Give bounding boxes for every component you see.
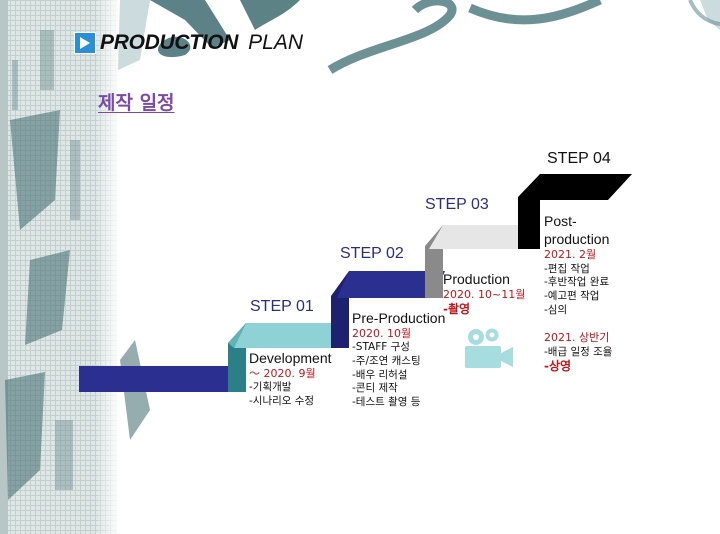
step-4-item: -예고편 작업 xyxy=(544,289,600,302)
step-4-date: 2021. 2월 xyxy=(544,248,597,262)
step-4-tread xyxy=(524,174,632,200)
step-3-details: Production 2020. 10~11월 -촬영 xyxy=(443,270,525,318)
step-3-label: STEP 03 xyxy=(425,196,489,213)
camera-icon xyxy=(465,328,513,368)
step-4-highlight: -상영 xyxy=(544,359,572,374)
step-2-details: Pre-Production 2020. 10월 -STAFF 구성 -주/조연… xyxy=(352,309,445,410)
slide-title: PRODUCTION xyxy=(100,31,239,54)
step-3-phase: Production xyxy=(443,271,510,287)
step-1-item: -시나리오 수정 xyxy=(249,395,315,408)
step-2-phase: Pre-Production xyxy=(352,310,446,326)
step-4-phase: Post- xyxy=(544,213,577,229)
step-1-item: -기획개발 xyxy=(249,381,292,394)
step-4-item: -심의 xyxy=(544,303,568,316)
spacer xyxy=(544,317,612,331)
step-3-tread xyxy=(429,225,535,249)
step-2-date: 2020. 10월 xyxy=(352,327,412,341)
step-1-label: STEP 01 xyxy=(250,298,314,315)
step-4-date-2: 2021. 상반기 xyxy=(544,331,610,345)
play-icon xyxy=(74,32,96,54)
slide-title-sub: PLAN xyxy=(248,31,304,54)
step-4-item: -편집 작업 xyxy=(544,262,590,275)
step-4-details: Post- production 2021. 2월 -편집 작업 -후반작업 완… xyxy=(544,212,612,375)
step-1-phase: Development xyxy=(249,350,332,366)
step-3-date: 2020. 10~11월 xyxy=(443,288,526,302)
step-2-tread xyxy=(337,271,445,298)
step-4-item: -후반작업 완료 xyxy=(544,276,610,289)
step-4-phase: production xyxy=(544,231,610,248)
step-1-details: Development ～ 2020. 9월 -기획개발 -시나리오 수정 xyxy=(249,349,332,409)
step-1-tread xyxy=(234,323,343,348)
step-2-label: STEP 02 xyxy=(340,245,404,262)
page-subtitle: 제작 일정 xyxy=(98,92,175,114)
step-4-item-2: -배급 일정 조율 xyxy=(544,345,613,358)
step-1-date: ～ 2020. 9월 xyxy=(249,367,316,381)
base-bar xyxy=(79,366,229,392)
step-4-label: STEP 04 xyxy=(547,150,611,167)
step-2-item: -콘티 제작 xyxy=(352,382,398,395)
step-2-item: -테스트 촬영 등 xyxy=(352,396,421,409)
step-2-item: -STAFF 구성 xyxy=(352,341,410,354)
step-1-top xyxy=(228,323,246,348)
step-2-item: -주/조연 캐스팅 xyxy=(352,355,421,368)
slide-header: PRODUCTION PLAN xyxy=(74,31,303,55)
step-3-highlight: -촬영 xyxy=(443,302,471,317)
step-2-item: -배우 리허설 xyxy=(352,368,408,381)
